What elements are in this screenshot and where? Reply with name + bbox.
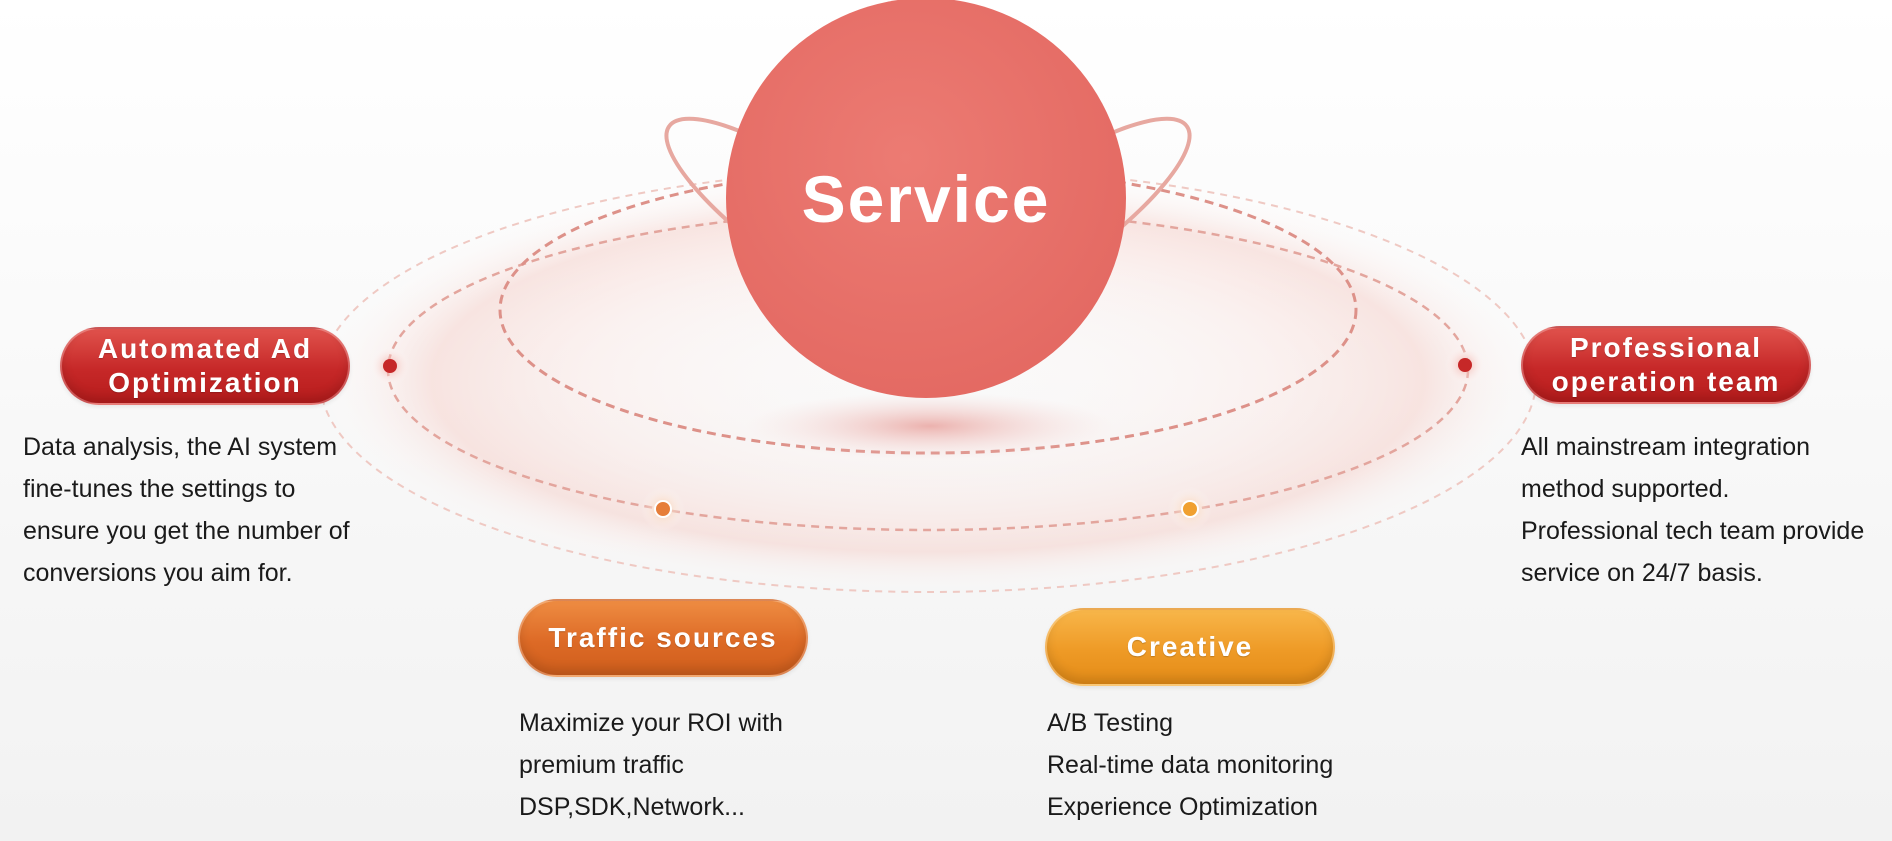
service-title: Service <box>801 161 1051 236</box>
description-line: Real-time data monitoring <box>1047 751 1334 779</box>
description-line: fine-tunes the settings to <box>23 475 296 503</box>
description-line: ensure you get the number of <box>23 517 350 545</box>
traffic-sources-badge: Traffic sources <box>518 599 808 677</box>
creative-badge: Creative <box>1045 608 1335 686</box>
description-line: Experience Optimization <box>1047 793 1318 821</box>
orbit-dot-left <box>383 359 397 373</box>
badge-title-line: operation team <box>1551 366 1781 397</box>
description-line: conversions you aim for. <box>23 559 293 587</box>
automated-ad-optimization-badge: Automated Ad Optimization <box>60 327 350 405</box>
automated-ad-optimization-description: Data analysis, the AI system fine-tunes … <box>23 426 350 594</box>
description-line: All mainstream integration <box>1521 433 1811 461</box>
service-circle <box>726 0 1126 398</box>
description-line: A/B Testing <box>1047 709 1174 737</box>
description-line: DSP,SDK,Network... <box>519 793 746 821</box>
description-line: Maximize your ROI with <box>519 709 783 737</box>
badge-title-line: Professional <box>1569 332 1763 363</box>
description-line: method supported. <box>1521 475 1730 503</box>
description-line: premium traffic <box>519 751 684 779</box>
center-shadow <box>745 392 1115 460</box>
orbit-dot-right <box>1458 358 1472 372</box>
orbit-dot-creative <box>1181 500 1199 518</box>
description-line: Professional tech team provide <box>1521 517 1865 545</box>
description-line: Data analysis, the AI system <box>23 433 338 461</box>
badge-title-line: Traffic sources <box>548 622 778 653</box>
badge-title-line: Creative <box>1126 631 1254 662</box>
orbit-dot-traffic <box>654 500 672 518</box>
creative-description: A/B Testing Real-time data monitoring Ex… <box>1047 702 1333 828</box>
professional-operation-team-description: All mainstream integration method suppor… <box>1521 426 1864 594</box>
description-line: service on 24/7 basis. <box>1521 559 1763 587</box>
professional-operation-team-badge: Professional operation team <box>1521 326 1811 404</box>
traffic-sources-description: Maximize your ROI with premium traffic D… <box>519 702 783 828</box>
badge-title-line: Automated Ad <box>97 333 313 364</box>
badge-title-line: Optimization <box>108 367 302 398</box>
